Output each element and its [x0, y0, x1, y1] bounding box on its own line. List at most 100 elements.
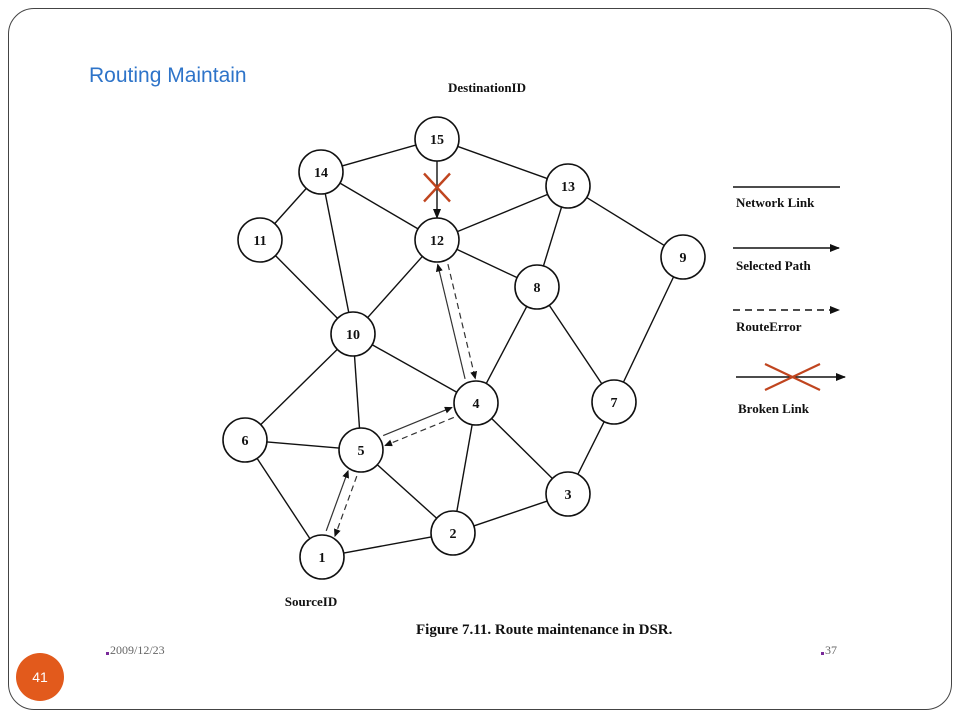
- link-14-11: [274, 187, 307, 225]
- footer-page: 37: [821, 643, 837, 658]
- node-label: 14: [314, 166, 328, 181]
- node-label: 3: [565, 488, 572, 503]
- node-13: 13: [545, 163, 591, 209]
- node-label: 4: [473, 397, 480, 412]
- node-11: 11: [237, 217, 283, 263]
- node-2: 2: [430, 510, 476, 556]
- link-4-3: [491, 417, 553, 480]
- node-label: 1: [319, 551, 326, 566]
- link-6-1: [256, 457, 311, 540]
- node-circle: [222, 417, 268, 463]
- network-links: [256, 144, 675, 554]
- legend-broken-cross-b: [764, 363, 821, 391]
- destination-label: DestinationID: [448, 80, 526, 95]
- node-14: 14: [298, 149, 344, 195]
- node-circle: [298, 149, 344, 195]
- footer-date: 2009/12/23: [106, 643, 165, 658]
- node-circle: [330, 311, 376, 357]
- node-circle: [453, 380, 499, 426]
- node-4: 4: [453, 380, 499, 426]
- node-3: 3: [545, 471, 591, 517]
- node-circle: [514, 264, 560, 310]
- node-label: 7: [611, 396, 618, 411]
- route-paths: [325, 263, 478, 538]
- link-12-8: [456, 248, 518, 279]
- link-15-13: [457, 145, 548, 180]
- route-error-12-4: [447, 263, 478, 380]
- node-label: 6: [242, 434, 249, 449]
- legend-broken-label: Broken Link: [738, 401, 810, 416]
- node-10: 10: [330, 311, 376, 357]
- node-label: 15: [430, 133, 444, 148]
- node-9: 9: [660, 234, 706, 280]
- node-label: 10: [346, 328, 360, 343]
- link-9-7: [622, 276, 675, 383]
- link-4-2: [456, 424, 473, 512]
- link-10-5: [353, 355, 361, 429]
- node-label: 2: [450, 527, 457, 542]
- link-5-2: [376, 464, 438, 519]
- node-circle: [545, 163, 591, 209]
- link-10-6: [260, 348, 338, 426]
- link-2-1: [343, 536, 432, 554]
- link-15-14: [341, 144, 417, 167]
- node-label: 8: [534, 281, 541, 296]
- link-6-5: [266, 441, 340, 449]
- node-circle: [414, 116, 460, 162]
- slide-title: Routing Maintain: [89, 64, 247, 87]
- node-label: 9: [680, 251, 687, 266]
- link-8-4: [485, 306, 528, 384]
- figure-caption: Figure 7.11. Route maintenance in DSR.: [416, 622, 673, 638]
- node-circle: [545, 471, 591, 517]
- node-circle: [338, 427, 384, 473]
- link-3-2: [473, 500, 548, 527]
- link-14-12: [339, 182, 419, 230]
- link-7-3: [577, 421, 605, 475]
- node-8: 8: [514, 264, 560, 310]
- legend-error-label: RouteError: [736, 319, 802, 334]
- node-15: 15: [414, 116, 460, 162]
- bullet-icon: [821, 652, 824, 655]
- link-13-9: [586, 196, 665, 247]
- node-1: 1: [299, 534, 345, 580]
- legend: Network Link Selected Path RouteError Br…: [733, 186, 846, 416]
- source-label: SourceID: [285, 594, 337, 609]
- selected-path-4-12: [435, 263, 466, 380]
- node-label: 11: [253, 234, 266, 249]
- link-13-8: [542, 206, 563, 267]
- selected-path-5-4: [382, 406, 453, 437]
- broken-link-marker: [423, 172, 451, 203]
- node-circle: [660, 234, 706, 280]
- link-12-10: [367, 255, 423, 319]
- link-14-10: [324, 193, 350, 313]
- bullet-icon: [106, 652, 109, 655]
- link-8-7: [548, 304, 603, 385]
- link-12-13: [457, 193, 548, 233]
- link-10-4: [371, 344, 458, 393]
- node-6: 6: [222, 417, 268, 463]
- node-label: 5: [358, 444, 365, 459]
- route-error-4-5: [384, 416, 455, 447]
- node-circle: [237, 217, 283, 263]
- node-circle: [299, 534, 345, 580]
- route-error-5-1: [334, 475, 358, 538]
- slide-frame: [8, 8, 952, 710]
- node-5: 5: [338, 427, 384, 473]
- broken-cross-b: [423, 172, 451, 203]
- footer-date-text: 2009/12/23: [110, 643, 165, 657]
- node-7: 7: [591, 379, 637, 425]
- node-circle: [430, 510, 476, 556]
- legend-network-label: Network Link: [736, 195, 815, 210]
- node-label: 12: [430, 234, 444, 249]
- node-circle: [414, 217, 460, 263]
- legend-selected-label: Selected Path: [736, 258, 812, 273]
- footer-page-text: 37: [825, 643, 837, 657]
- node-12: 12: [414, 217, 460, 263]
- link-11-10: [274, 255, 339, 319]
- node-circle: [591, 379, 637, 425]
- page-number-badge: 41: [16, 653, 64, 701]
- selected-path-1-5: [325, 469, 349, 532]
- node-label: 13: [561, 180, 575, 195]
